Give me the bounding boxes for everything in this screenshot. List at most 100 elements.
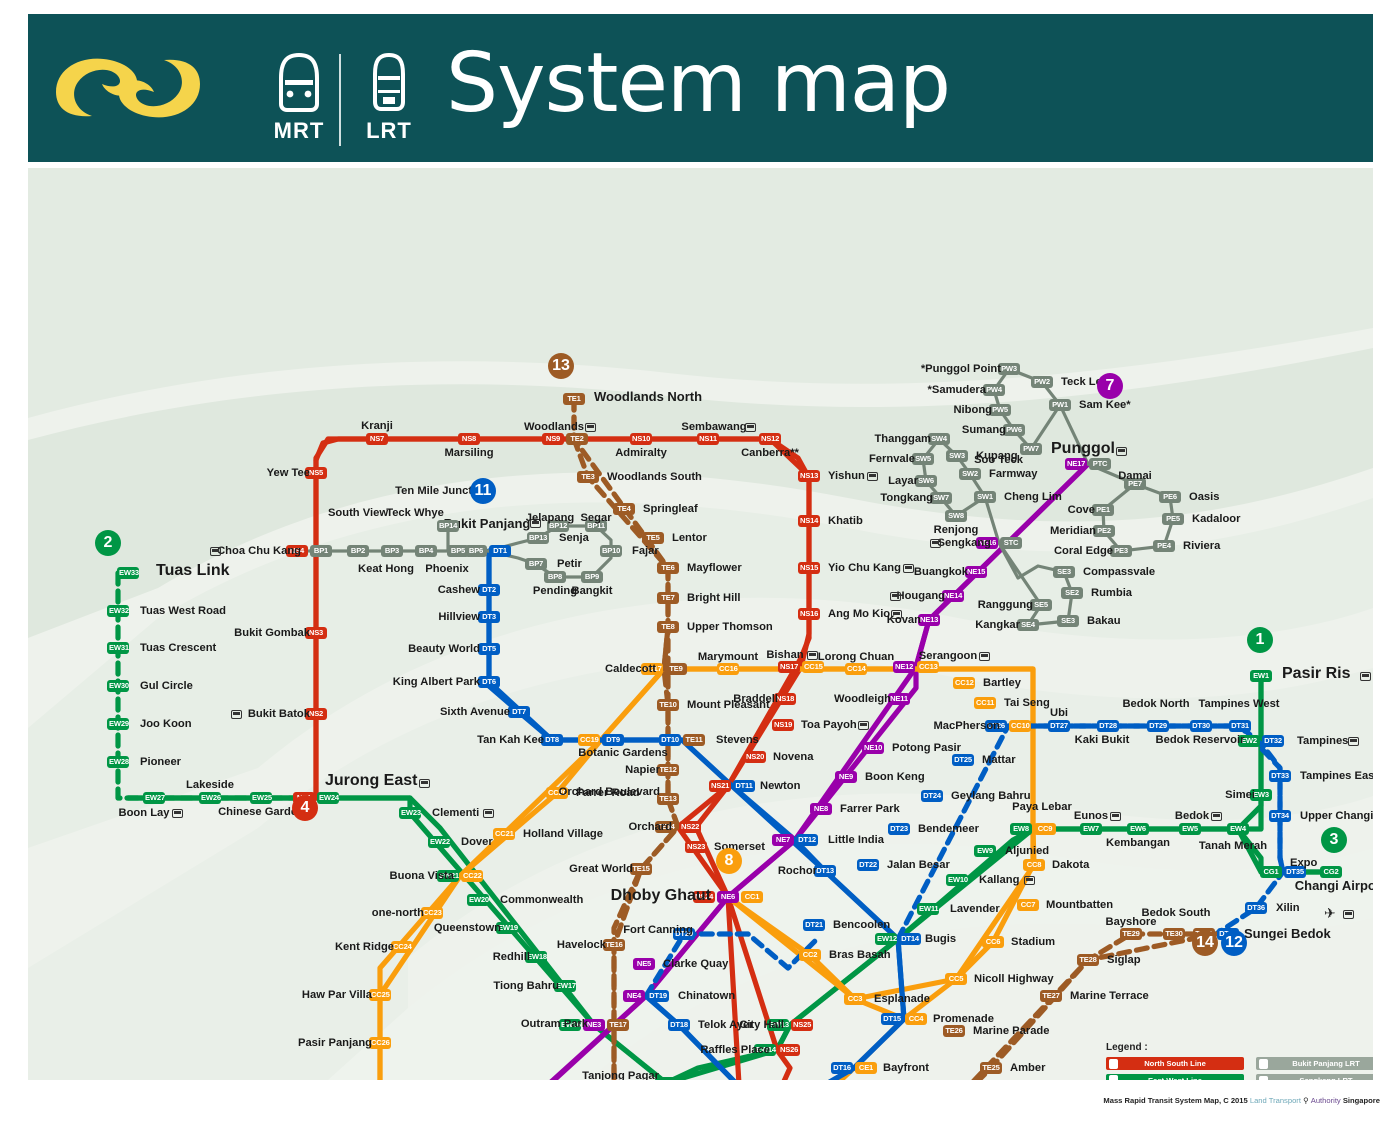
station-code-group[interactable]: CC21 [493,828,515,840]
station-code-group[interactable]: NS10 [630,433,652,445]
station-code-group[interactable]: NE15 [965,566,987,578]
station-code-group[interactable]: NS23 [685,841,707,853]
station-code-group[interactable]: EW25 [250,792,272,804]
station-code-group[interactable]: CC7 [1017,899,1039,911]
station-code-group[interactable]: CC12 [953,677,975,689]
station-code-group[interactable]: EW18 [525,951,547,963]
station-code-group[interactable]: TE16 [603,939,625,951]
station-code-group[interactable]: BP14 [437,520,459,532]
station-code-group[interactable]: SW4 [928,433,950,445]
station-code-group[interactable]: BP8 [544,571,566,583]
station-code-group[interactable]: NS13 [798,470,820,482]
station-code-group[interactable]: PW1 [1049,399,1071,411]
station-code-group[interactable]: SW8 [945,510,967,522]
station-code-group[interactable]: SE3 [1053,566,1075,578]
station-code-group[interactable]: PW3 [998,363,1020,375]
station-code-group[interactable]: EW23 [399,807,421,819]
station-code-group[interactable]: NS8 [458,433,480,445]
station-code-group[interactable]: EW30 [107,680,129,692]
station-code-group[interactable]: EW1 [1250,670,1272,682]
station-code-group[interactable]: EW11 [917,903,939,915]
station-code-group[interactable]: BP7 [525,558,547,570]
station-code-group[interactable]: DT21 [803,919,825,931]
station-code-group[interactable]: BP3 [381,545,403,557]
station-code-group[interactable]: PE3 [1110,545,1132,557]
station-code-group[interactable]: BP9 [581,571,603,583]
station-code-group[interactable]: BP13 [527,532,549,544]
station-code-group[interactable]: EW4 [1227,823,1249,835]
station-code-group[interactable]: CC11 [974,697,996,709]
station-code-group[interactable]: DT30 [1190,720,1212,732]
station-code-group[interactable]: EW6 [1127,823,1149,835]
station-code-group[interactable]: PW6 [1003,424,1025,436]
station-code-group[interactable]: DT24 [921,790,943,802]
station-code-group[interactable]: TE28 [1077,954,1099,966]
station-code-group[interactable]: CC16 [717,663,739,675]
station-code-group[interactable]: DT28 [1097,720,1119,732]
station-code-group[interactable]: PW2 [1031,376,1053,388]
station-code-group[interactable]: BP12 [547,520,569,532]
station-code-group[interactable]: PE5 [1162,513,1184,525]
station-code-group[interactable]: NE5 [633,958,655,970]
station-code-group[interactable]: EW15 [655,1077,677,1080]
station-code-group[interactable]: EW9 [974,845,996,857]
station-code-group[interactable]: TE15 [630,863,652,875]
station-code-group[interactable]: NS3 [305,627,327,639]
station-code-group[interactable]: PW5 [989,404,1011,416]
station-code-group[interactable]: DT34 [1269,810,1291,822]
station-code-group[interactable]: CC23 [421,907,443,919]
station-code-group[interactable]: EW10 [946,874,968,886]
station-code-group[interactable]: EW17 [554,980,576,992]
station-code-group[interactable]: PE7 [1124,478,1146,490]
station-code-group[interactable]: EW26 [199,792,221,804]
station-code-group[interactable]: NS16 [798,608,820,620]
station-code-group[interactable]: DT8 [541,734,563,746]
station-code-group[interactable]: PE2 [1093,525,1115,537]
station-code-group[interactable]: BP2 [347,545,369,557]
station-code-group[interactable]: NS14 [798,515,820,527]
station-code-group[interactable]: SE3 [1057,615,1079,627]
station-code-group[interactable]: TE26 [943,1025,965,1037]
station-code-group[interactable]: TE29 [1120,928,1142,940]
station-code-group[interactable]: NS5 [305,467,327,479]
station-code-group[interactable]: TE4 [613,503,635,515]
station-code-group[interactable]: EW5 [1179,823,1201,835]
station-code-group[interactable]: DT25 [952,754,974,766]
station-code-group[interactable]: BP11 [585,520,607,532]
station-code-group[interactable]: SW1 [974,491,996,503]
station-code-group[interactable]: NS20 [744,751,766,763]
station-code-group[interactable]: NS2 [305,708,327,720]
station-code-group[interactable]: TE7 [657,592,679,604]
station-code-group[interactable]: EW20 [467,894,489,906]
station-code-group[interactable]: SE4 [1017,619,1039,631]
station-code-group[interactable]: CC24 [391,941,413,953]
station-code-group[interactable]: DT2 [478,584,500,596]
station-code-group[interactable]: NE14 [942,590,964,602]
station-code-group[interactable]: BP4 [415,545,437,557]
station-code-group[interactable]: BP5 [447,545,469,557]
station-code-group[interactable]: TE6 [657,562,679,574]
station-code-group[interactable]: NE8 [810,803,832,815]
station-code-group[interactable]: DT6 [478,676,500,688]
station-code-group[interactable]: EW33 [117,567,139,579]
station-code-group[interactable]: TE8 [657,621,679,633]
station-code-group[interactable]: CC5 [945,973,967,985]
station-code-group[interactable]: SE5 [1030,599,1052,611]
station-code-group[interactable]: TE25 [980,1062,1002,1074]
station-code-group[interactable]: PE6 [1159,491,1181,503]
